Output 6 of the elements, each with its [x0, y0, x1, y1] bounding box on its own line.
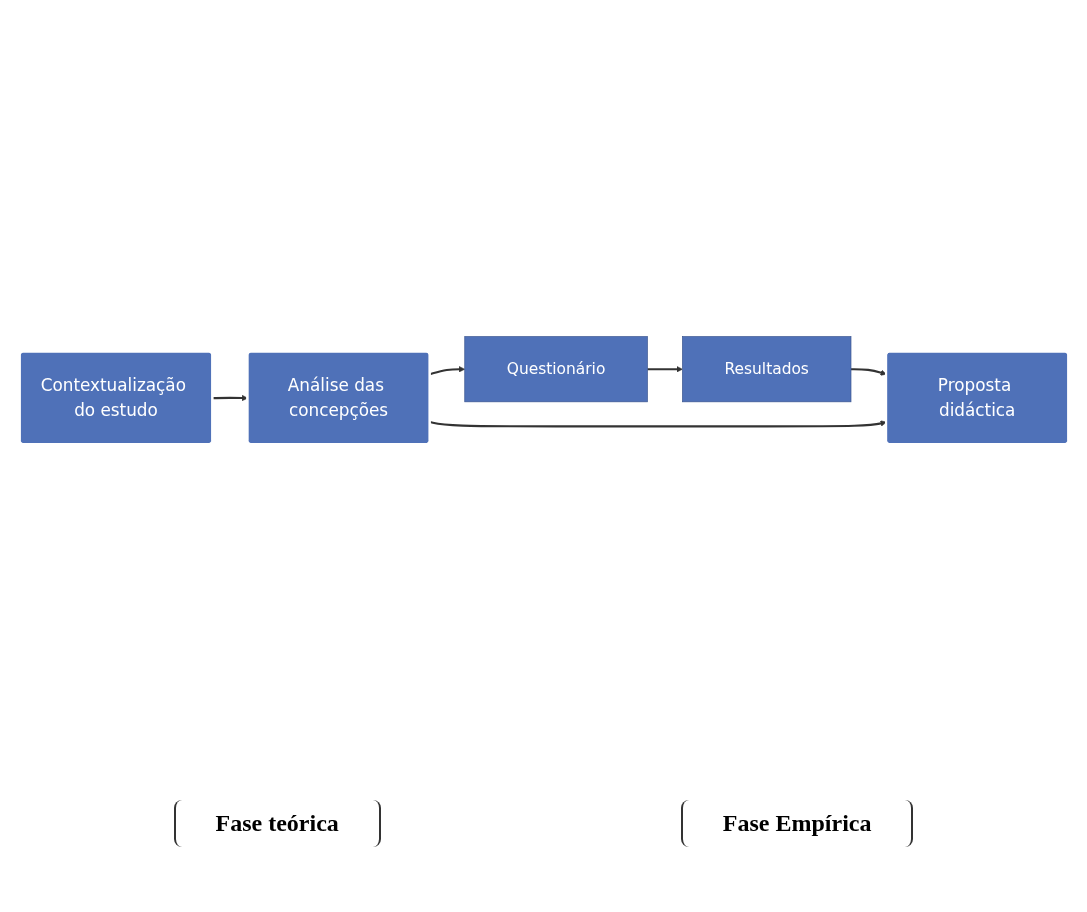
phase-label: Fase Empírica: [680, 800, 914, 847]
node-box: Resultados: [681, 335, 851, 402]
node-box: Questionário: [463, 335, 648, 402]
arrow: [646, 365, 683, 372]
arrow: [429, 365, 465, 375]
phase-label: Fase teórica: [173, 800, 381, 847]
